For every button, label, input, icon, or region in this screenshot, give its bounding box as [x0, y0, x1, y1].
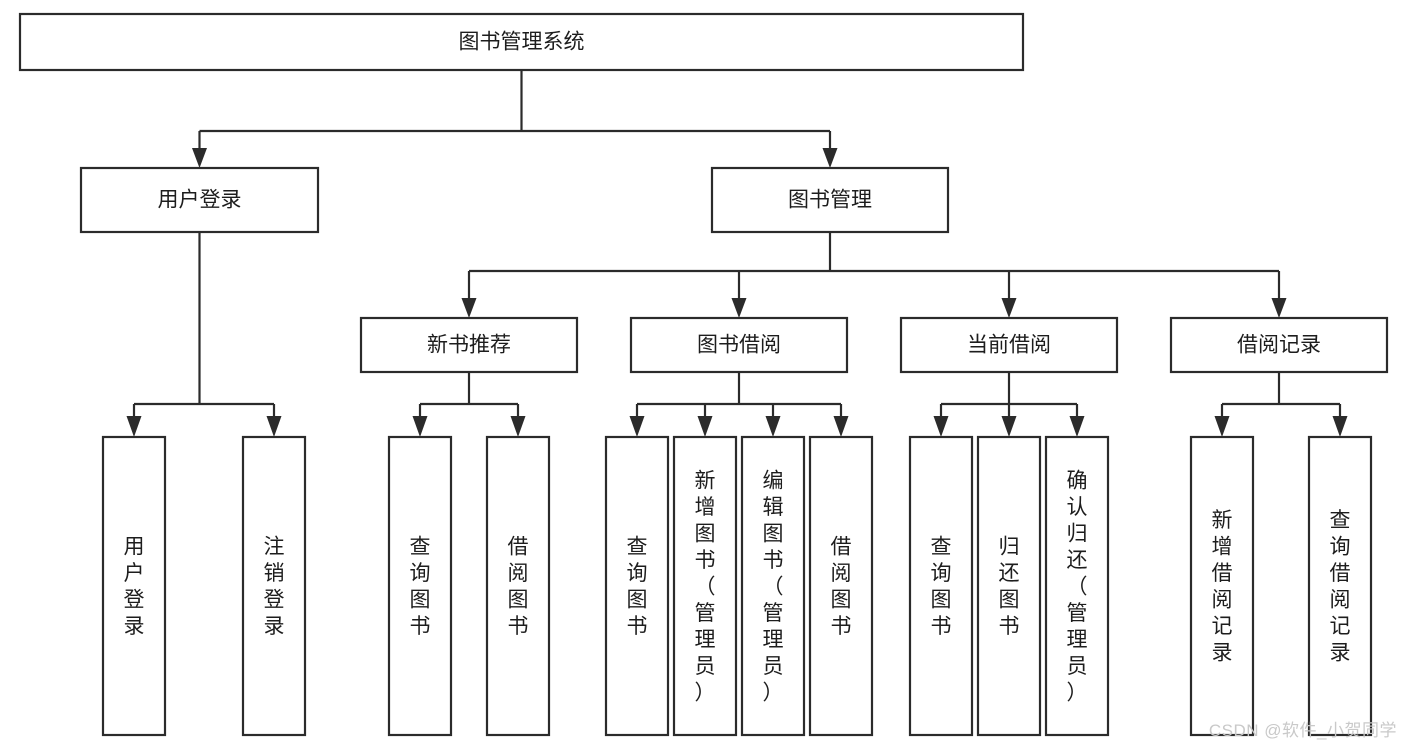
node-leaf-user-login-label: 用户登录	[124, 536, 145, 639]
node-leaf-query-book-2-label: 查询图书	[627, 536, 648, 639]
node-leaf-query-book-2[interactable]: 查询图书	[604, 435, 670, 737]
connector-group-borrow-record	[1214, 372, 1348, 437]
arrow-head-leaf-borrow-book-1	[510, 416, 526, 437]
node-leaf-query-book-3-box[interactable]	[908, 435, 974, 737]
node-leaf-confirm-return-box[interactable]	[1044, 435, 1110, 737]
node-leaf-query-record[interactable]: 查询借阅记录	[1307, 435, 1373, 737]
node-user-login[interactable]: 用户登录	[79, 166, 320, 234]
node-leaf-add-record-label: 新增借阅记录	[1212, 509, 1233, 665]
node-new-book-recommend[interactable]: 新书推荐	[359, 316, 579, 374]
connector-group-book-borrow	[629, 372, 849, 437]
node-leaf-edit-book[interactable]: 编辑图书（管理员）	[740, 435, 806, 737]
node-leaf-logout-login-label: 注销登录	[264, 536, 285, 639]
arrow-head-leaf-logout-login	[266, 416, 282, 437]
node-title-box[interactable]	[18, 12, 1025, 72]
node-leaf-logout-login-box[interactable]	[241, 435, 307, 737]
node-leaf-logout-login[interactable]: 注销登录	[241, 435, 307, 737]
node-leaf-borrow-book-2[interactable]: 借阅图书	[808, 435, 874, 737]
node-leaf-query-book-1[interactable]: 查询图书	[387, 435, 453, 737]
node-borrow-record-label: 借阅记录	[1237, 334, 1321, 357]
node-leaf-confirm-return-label: 确认归还（管理员）	[1067, 469, 1088, 704]
connector-group-book-management	[461, 232, 1287, 318]
node-leaf-query-book-1-label: 查询图书	[410, 536, 431, 639]
arrow-head-new-book-recommend	[461, 298, 477, 318]
arrow-head-current-borrow	[1001, 298, 1017, 318]
node-leaf-user-login-box[interactable]	[101, 435, 167, 737]
node-leaf-query-book-2-box[interactable]	[604, 435, 670, 737]
arrow-head-leaf-query-book-1	[412, 416, 428, 437]
node-current-borrow-box[interactable]	[899, 316, 1119, 374]
node-user-login-label: 用户登录	[158, 189, 242, 212]
connector-group-root	[192, 70, 838, 168]
node-leaf-borrow-book-2-box[interactable]	[808, 435, 874, 737]
node-leaf-query-book-3[interactable]: 查询图书	[908, 435, 974, 737]
node-current-borrow-label: 当前借阅	[967, 334, 1051, 357]
node-title-label: 图书管理系统	[459, 31, 585, 54]
node-leaf-edit-book-label: 编辑图书（管理员）	[763, 469, 784, 704]
node-leaf-return-book-label: 归还图书	[999, 536, 1020, 639]
node-new-book-recommend-label: 新书推荐	[427, 334, 511, 357]
node-leaf-add-record[interactable]: 新增借阅记录	[1189, 435, 1255, 737]
node-leaf-borrow-book-1[interactable]: 借阅图书	[485, 435, 551, 737]
node-new-book-recommend-box[interactable]	[359, 316, 579, 374]
arrow-head-leaf-edit-book	[765, 416, 781, 437]
node-book-borrow[interactable]: 图书借阅	[629, 316, 849, 374]
node-book-borrow-box[interactable]	[629, 316, 849, 374]
connector-group-current-borrow	[933, 372, 1085, 437]
watermark: CSDN @软件_小贺同学	[1208, 721, 1397, 740]
node-book-management[interactable]: 图书管理	[710, 166, 950, 234]
node-leaf-edit-book-box[interactable]	[740, 435, 806, 737]
node-leaf-return-book[interactable]: 归还图书	[976, 435, 1042, 737]
arrow-head-leaf-user-login	[126, 416, 142, 437]
node-leaf-confirm-return[interactable]: 确认归还（管理员）	[1044, 435, 1110, 737]
node-leaf-return-book-box[interactable]	[976, 435, 1042, 737]
node-user-login-box[interactable]	[79, 166, 320, 234]
node-book-management-box[interactable]	[710, 166, 950, 234]
connector-group-new-book-recommend	[412, 372, 526, 437]
node-current-borrow[interactable]: 当前借阅	[899, 316, 1119, 374]
node-leaf-add-book-box[interactable]	[672, 435, 738, 737]
arrow-head-borrow-record	[1271, 298, 1287, 318]
node-leaf-add-book[interactable]: 新增图书（管理员）	[672, 435, 738, 737]
arrow-head-book-management	[822, 148, 838, 168]
node-leaf-add-record-box[interactable]	[1189, 435, 1255, 737]
arrow-head-user-login	[192, 148, 207, 168]
arrow-head-leaf-confirm-return	[1069, 416, 1085, 437]
node-leaf-query-record-box[interactable]	[1307, 435, 1373, 737]
node-book-borrow-label: 图书借阅	[697, 334, 781, 357]
arrow-head-leaf-query-record	[1332, 416, 1348, 437]
arrow-head-leaf-query-book-3	[933, 416, 949, 437]
node-leaf-query-book-1-box[interactable]	[387, 435, 453, 737]
arrow-head-leaf-add-record	[1214, 416, 1230, 437]
node-leaf-user-login[interactable]: 用户登录	[101, 435, 167, 737]
node-borrow-record[interactable]: 借阅记录	[1169, 316, 1389, 374]
node-book-management-label: 图书管理	[788, 189, 872, 212]
node-leaf-borrow-book-1-label: 借阅图书	[508, 536, 529, 639]
node-leaf-query-record-label: 查询借阅记录	[1330, 509, 1351, 665]
arrow-head-leaf-query-book-2	[629, 416, 645, 437]
connector-group-user-login	[126, 232, 282, 437]
arrow-head-leaf-borrow-book-2	[833, 416, 849, 437]
node-leaf-add-book-label: 新增图书（管理员）	[695, 469, 716, 704]
node-title[interactable]: 图书管理系统	[18, 12, 1025, 72]
arrow-head-leaf-add-book	[697, 416, 713, 437]
node-leaf-query-book-3-label: 查询图书	[931, 536, 952, 639]
node-leaf-borrow-book-1-box[interactable]	[485, 435, 551, 737]
node-leaf-borrow-book-2-label: 借阅图书	[831, 536, 852, 639]
node-borrow-record-box[interactable]	[1169, 316, 1389, 374]
arrow-head-leaf-return-book	[1001, 416, 1017, 437]
arrow-head-book-borrow	[731, 298, 747, 318]
